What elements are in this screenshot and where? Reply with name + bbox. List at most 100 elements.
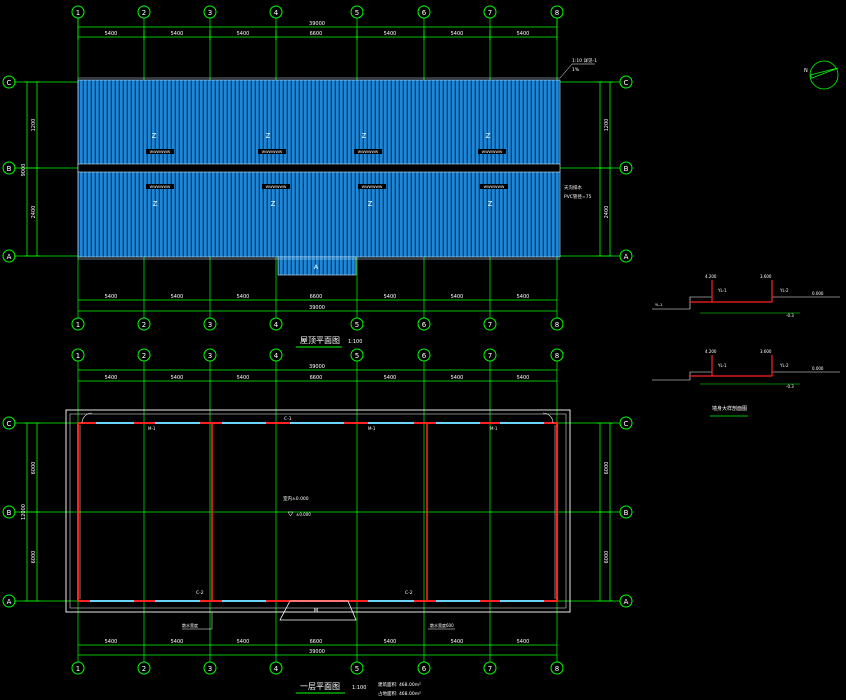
floor-label-c1-top: C-1 [284,416,292,422]
floor-bottom-dim-1: 5400 [105,639,118,645]
sec1-left-tag: YL-1 [655,303,663,307]
floor-bottom-bubble-7: 7 [483,661,497,675]
axis-bubble-8-bottom: 8 [550,317,564,331]
sec2-elev-low: -0.3 [786,384,794,389]
roof-slope-tag-4: WWWWWW [482,150,503,154]
floor-plan-title: 一层平面图 [300,682,340,691]
axis-bubble-4: 4 [269,5,283,19]
roof-slope-tag-2: WWWWWW [262,150,283,154]
svg-text:4: 4 [274,665,279,673]
floor-grid-vertical [77,361,558,662]
roof-side-seg-left-2: 2400 [31,206,37,219]
floor-label-c2-right: C-2 [405,590,413,596]
roof-right-note-2: PVC管径=75 [564,193,592,200]
floor-side-total-left: 12000 [21,504,27,520]
floor-axis-bubble-8: 8 [550,348,564,362]
floor-grid-horizontal [14,422,620,602]
roof-label-top-4: Z [486,132,491,140]
floor-bottom-dim-3: 5400 [237,639,250,645]
svg-text:1: 1 [76,321,80,329]
roof-bottom-dim-7: 5400 [517,294,530,300]
floor-bottom-bubble-3: 3 [203,661,217,675]
axis-bubble-2-bottom: 2 [137,317,151,331]
floor-side-seg-left-2: 6000 [31,551,37,564]
roof-ridge [77,163,561,173]
floor-bottom-bubble-6: 6 [417,661,431,675]
floor-top-dim-6: 5400 [451,375,464,381]
roof-side-total-left: 9000 [21,164,27,177]
floor-axis-bubble-1: 1 [71,348,85,362]
floor-side-dimensions [24,422,613,602]
axis-bubble-4-bottom: 4 [269,317,283,331]
svg-text:3: 3 [208,352,212,360]
axis-bubble-6-bottom: 6 [417,317,431,331]
svg-text:B: B [624,165,629,173]
floor-plan: 1 2 3 4 5 6 7 8 39000 5400 5400 5400 660… [2,348,633,697]
roof-side-seg-right-1: 1200 [604,119,610,132]
roof-label-top-3: Z [362,132,367,140]
axis-bubble-a-left: A [2,249,16,263]
roof-panels [77,77,561,276]
floor-axis-bubble-4: 4 [269,348,283,362]
axis-bubble-8: 8 [550,5,564,19]
floor-bottom-dimensions [78,644,557,656]
axis-bubble-5: 5 [350,5,364,19]
roof-bottom-dim-1: 5400 [105,294,118,300]
sec2-label-1: YL-1 [717,363,727,368]
floor-bottom-axis-bubbles: 1 2 3 4 5 6 7 8 [71,661,564,675]
axis-bubble-5-bottom: 5 [350,317,364,331]
svg-text:B: B [7,165,12,173]
floor-bottom-bubble-4: 4 [269,661,283,675]
roof-plan-title: 屋顶平面图 [300,336,340,345]
roof-bottom-total: 39000 [309,305,325,311]
floor-windows [90,422,544,602]
section-detail-1: 4.200 3.600 YL-1 YL-2 0.000 -0.3 YL-1 [652,274,840,318]
sec2-label-2: YL-2 [779,363,789,368]
floor-bottom-bubble-5: 5 [350,661,364,675]
floor-bottom-dim-2: 5400 [171,639,184,645]
axis-bubble-3: 3 [203,5,217,19]
svg-text:6: 6 [422,9,427,17]
floor-bottom-dim-6: 5400 [451,639,464,645]
apron-inner [69,413,567,609]
svg-text:5: 5 [355,321,359,329]
floor-left-note: 散水宽度 [182,622,198,628]
svg-text:3: 3 [208,9,212,17]
floor-side-seg-right-1: 6000 [604,462,610,475]
roof-label-bottom-4: Z [488,200,493,208]
roof-label-bottom-2: Z [271,200,276,208]
roof-dim-bay-3: 5400 [237,31,250,37]
floor-top-dim-5: 5400 [384,375,397,381]
roof-plan-scale: 1:100 [348,339,362,345]
entry-mark: M [314,608,318,614]
floor-label-m-3: M-1 [490,426,498,431]
svg-text:8: 8 [555,665,559,673]
sec1-elev-top-1: 4.200 [705,274,717,279]
floor-axis-a-left: A [2,594,16,608]
roof-side-dimensions [24,81,613,257]
sec1-elev-top-2: 3.600 [760,274,772,279]
roof-top-note: 1:10 详见-1 [572,57,597,64]
floor-top-dim-7: 5400 [517,375,530,381]
floor-center-elev: ±0.000 [296,512,311,517]
axis-bubble-b-left: B [2,161,16,175]
floor-bottom-dim-7: 5400 [517,639,530,645]
svg-text:5: 5 [355,9,359,17]
svg-text:A: A [7,253,12,261]
roof-dim-bay-1: 5400 [105,31,118,37]
roof-entry-label: A [314,264,319,271]
floor-axis-b-right: B [619,505,633,519]
axis-bubble-3-bottom: 3 [203,317,217,331]
svg-text:2: 2 [142,352,146,360]
roof-bottom-axis-bubbles: 1 2 3 4 5 6 7 8 [71,317,564,331]
roof-right-note-1: 天沟排水 [564,184,582,191]
svg-text:C: C [7,420,12,428]
floor-label-c2-left: C-2 [196,590,204,596]
floor-top-axis-bubbles: 1 2 3 4 5 6 7 8 [71,348,564,362]
floor-axis-a-right: A [619,594,633,608]
svg-text:B: B [624,509,629,517]
roof-entry-canopy [277,256,357,276]
floor-axis-bubble-5: 5 [350,348,364,362]
svg-text:1: 1 [76,9,80,17]
roof-bottom-dim-3: 5400 [237,294,250,300]
